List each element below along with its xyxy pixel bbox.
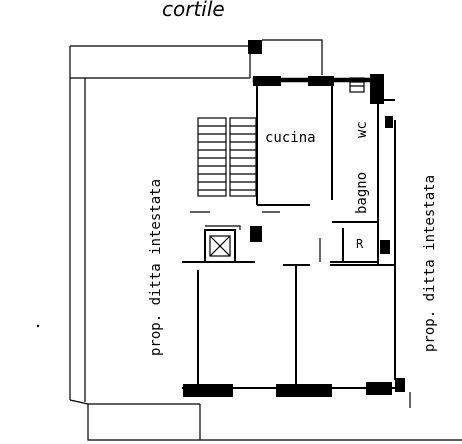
bathroom-label: bagno [354, 172, 370, 214]
apartment-walls [182, 74, 405, 397]
wc-label: wc [354, 121, 370, 138]
elevator-shaft [204, 225, 241, 263]
bottom-outline [69, 392, 462, 441]
right-neighbor-label: prop. ditta intestata [422, 175, 438, 352]
kitchen-label: cucina [265, 130, 316, 146]
staircase [197, 117, 257, 197]
bathroom-fixtures [349, 77, 365, 93]
dot-mark [36, 324, 40, 328]
closet-label: R [356, 237, 364, 251]
left-neighbor-label: prop. ditta intestata [148, 179, 164, 356]
courtyard-wall-right [248, 39, 323, 75]
courtyard-title: cortile [162, 0, 225, 21]
